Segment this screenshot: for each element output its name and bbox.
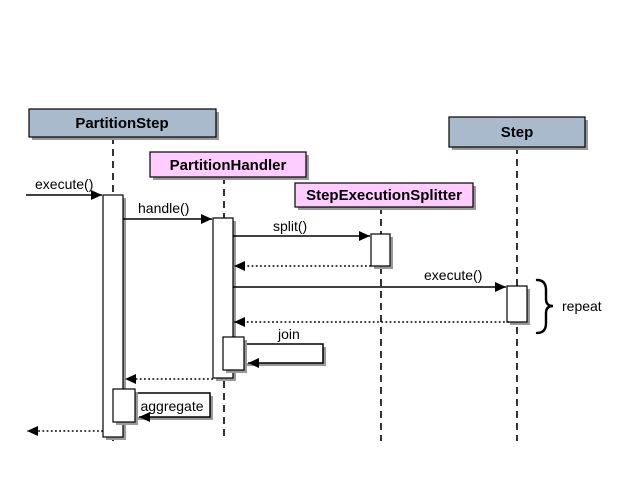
self-call-loop-fill bbox=[244, 344, 323, 363]
participant-label: PartitionStep bbox=[75, 115, 168, 132]
activation-step bbox=[506, 285, 530, 325]
message-label-join: join bbox=[277, 326, 300, 342]
participant-partitionhandler: PartitionHandler bbox=[149, 151, 309, 180]
self-call-aggregate: aggregate bbox=[112, 388, 213, 425]
self-call-arrow bbox=[135, 392, 211, 422]
message-label-execute-1: execute() bbox=[35, 176, 93, 192]
participant-label: Step bbox=[501, 124, 534, 141]
activation-bar bbox=[506, 285, 528, 323]
participant-step: Step bbox=[448, 116, 588, 150]
participant-box bbox=[149, 151, 307, 178]
activation-partitionstep bbox=[102, 194, 126, 440]
message-label-split: split() bbox=[273, 218, 307, 234]
participant-label: StepExecutionSplitter bbox=[306, 187, 462, 204]
curly-brace bbox=[535, 278, 554, 335]
participant-stepexecutionsplitter: StepExecutionSplitter bbox=[294, 182, 476, 210]
activation-bar bbox=[102, 194, 124, 438]
participant-box bbox=[448, 116, 586, 148]
message-label-execute-2: execute() bbox=[424, 267, 482, 283]
participant-box bbox=[294, 182, 474, 208]
activation-stepexecutionsplitter bbox=[370, 233, 393, 269]
activation-bar bbox=[370, 233, 391, 267]
nested-activation-aggregate bbox=[112, 388, 138, 425]
participant-box bbox=[28, 108, 217, 138]
activation-bar bbox=[222, 336, 245, 371]
message-label-handle: handle() bbox=[138, 200, 189, 216]
repeat-label: repeat bbox=[562, 298, 602, 314]
nested-activation-join bbox=[222, 336, 247, 373]
self-call-arrow bbox=[244, 343, 324, 368]
message-label-aggregate: aggregate bbox=[140, 398, 203, 414]
participant-label: PartitionHandler bbox=[170, 157, 287, 174]
self-call-join: join bbox=[222, 326, 326, 373]
participant-partitionstep: PartitionStep bbox=[28, 108, 219, 140]
repeat-annotation: repeat bbox=[535, 278, 602, 335]
activation-bar bbox=[112, 388, 136, 423]
